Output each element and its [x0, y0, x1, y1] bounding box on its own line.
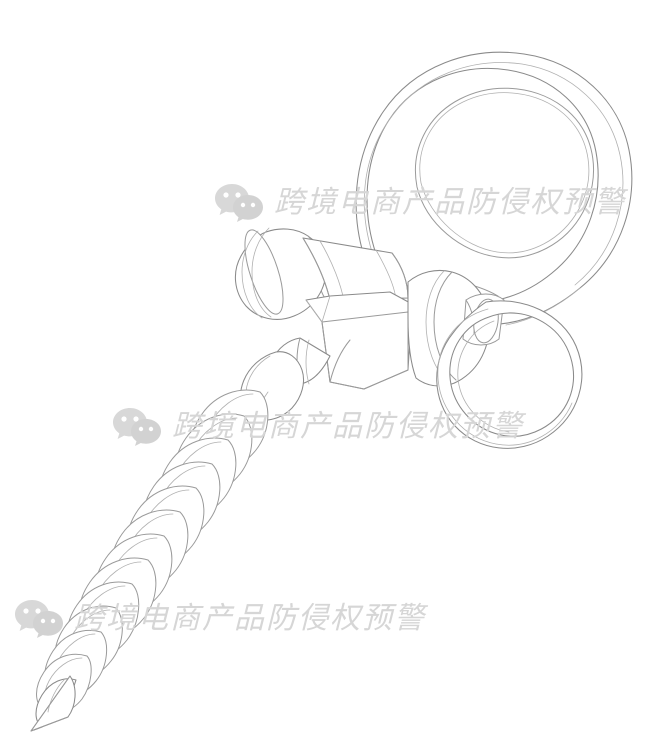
left-end-cap — [234, 227, 327, 320]
small-side-ring — [436, 300, 583, 449]
screw-thread-coil — [30, 389, 269, 732]
swivel-hub-barrel — [302, 237, 409, 302]
